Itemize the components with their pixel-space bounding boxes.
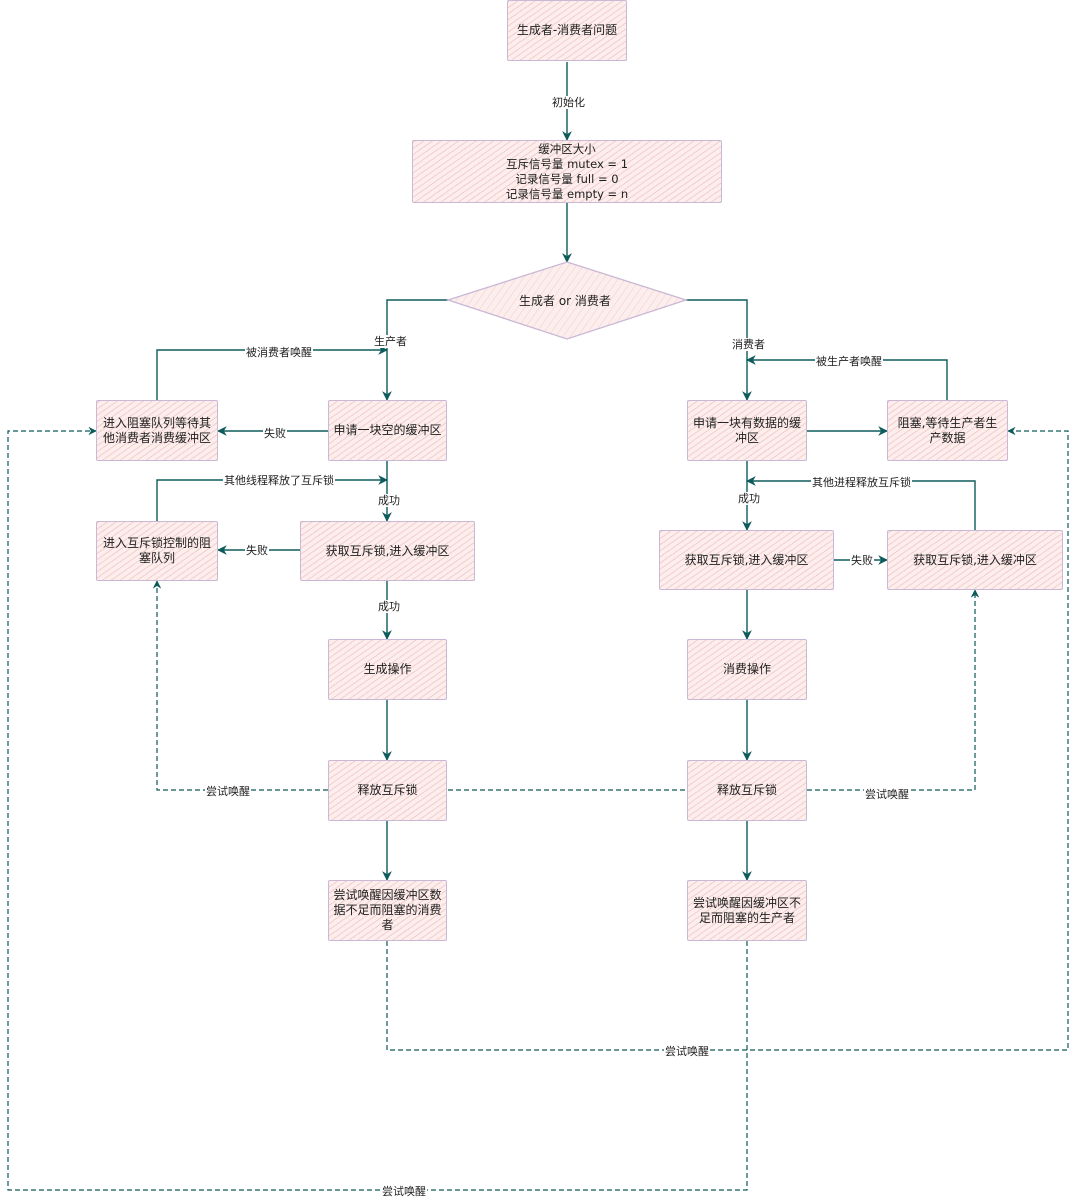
label-c-success: 成功 xyxy=(737,492,761,505)
label-p-other-release: 其他线程释放了互斥锁 xyxy=(223,474,335,487)
label-p-success2: 成功 xyxy=(377,600,401,613)
p-block-buffer-node: 进入阻塞队列等待其他消费者消费缓冲区 xyxy=(96,400,218,461)
label-try-wake-bottom1: 尝试唤醒 xyxy=(664,1045,710,1058)
label-try-wake-bottom2: 尝试唤醒 xyxy=(381,1185,427,1198)
init-node: 缓冲区大小 互斥信号量 mutex = 1 记录信号量 full = 0 记录信… xyxy=(412,140,722,203)
label-p-fail2: 失败 xyxy=(245,544,269,557)
c-get-mutex-node: 获取互斥锁,进入缓冲区 xyxy=(659,530,834,590)
c-release-node: 释放互斥锁 xyxy=(687,760,807,821)
label-consumer: 消费者 xyxy=(731,338,766,351)
p-request-node: 申请一块空的缓冲区 xyxy=(328,400,447,461)
label-p-fail1: 失败 xyxy=(263,427,287,440)
c-request-node: 申请一块有数据的缓冲区 xyxy=(687,400,807,461)
label-woken-by-consumer: 被消费者唤醒 xyxy=(245,346,313,359)
title-node: 生成者-消费者问题 xyxy=(507,0,627,61)
edge-decision-producer xyxy=(382,299,448,401)
p-wake-node: 尝试唤醒因缓冲区数据不足而阻塞的消费者 xyxy=(328,880,447,941)
label-p-success1: 成功 xyxy=(377,494,401,507)
edge-c-wake-producer xyxy=(7,426,748,1191)
c-op-node: 消费操作 xyxy=(687,639,807,700)
label-woken-by-producer: 被生产者唤醒 xyxy=(815,355,883,368)
label-try-wake-right: 尝试唤醒 xyxy=(864,788,910,801)
label-producer: 生产者 xyxy=(373,335,408,348)
c-block-buffer-node: 阻塞,等待生产者生产数据 xyxy=(887,400,1008,461)
edge-p-wake-consumer xyxy=(386,426,1069,1051)
label-try-wake-left: 尝试唤醒 xyxy=(205,785,251,798)
edge-p-try-wake-mutex xyxy=(152,580,328,791)
label-init: 初始化 xyxy=(551,96,586,109)
c-wake-node: 尝试唤醒因缓冲区不足而阻塞的生产者 xyxy=(687,880,807,941)
edge-c-woken xyxy=(746,355,948,400)
edge-decision-consumer xyxy=(686,299,752,401)
p-release-node: 释放互斥锁 xyxy=(328,760,447,821)
c-block-mutex-node: 获取互斥锁,进入缓冲区 xyxy=(887,530,1063,590)
p-block-mutex-node: 进入互斥锁控制的阻塞队列 xyxy=(96,521,218,581)
edge-c-try-wake-mutex xyxy=(807,589,980,791)
label-c-fail: 失败 xyxy=(850,554,874,567)
decision-label: 生成者 or 消费者 xyxy=(519,294,611,308)
p-get-mutex-node: 获取互斥锁,进入缓冲区 xyxy=(300,521,475,581)
p-op-node: 生成操作 xyxy=(328,639,447,700)
label-c-other-release: 其他进程释放互斥锁 xyxy=(811,476,912,489)
